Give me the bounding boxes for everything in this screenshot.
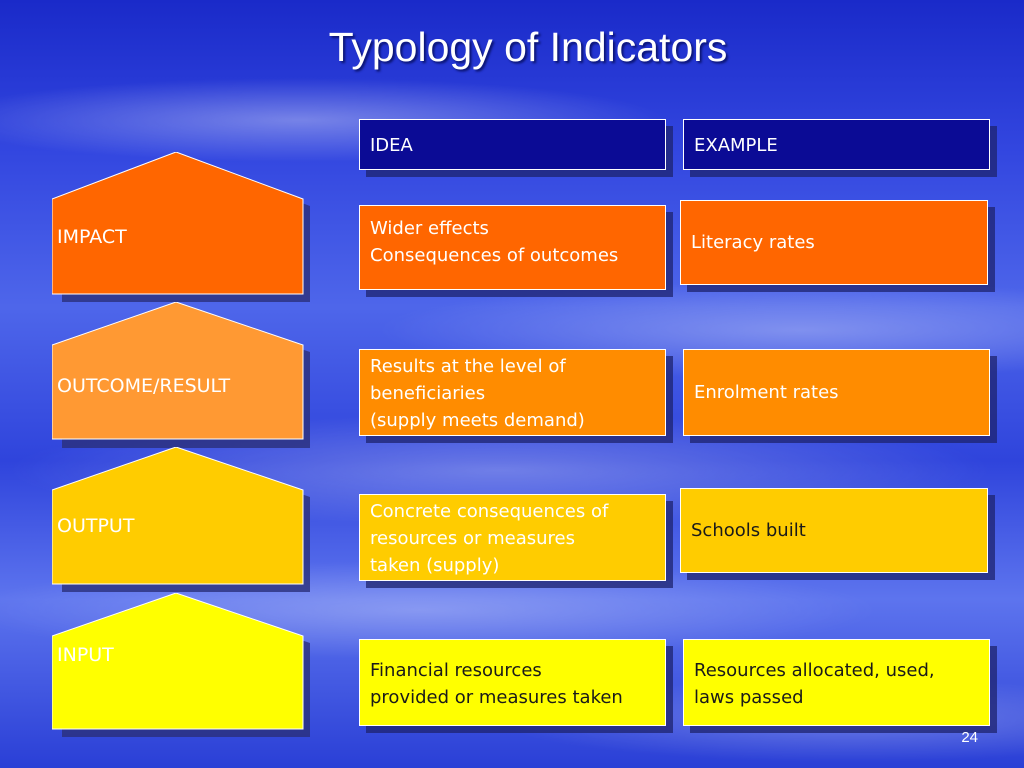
impact-idea-box: Wider effects Consequences of outcomes bbox=[359, 205, 666, 290]
output-example-box: Schools built bbox=[680, 488, 988, 573]
input-idea-box: Financial resources provided or measures… bbox=[359, 639, 666, 726]
input-example-box: Resources allocated, used, laws passed bbox=[683, 639, 990, 726]
output-house-shape bbox=[52, 447, 310, 592]
slide-title: Typology of Indicators bbox=[328, 24, 728, 70]
input-example-line: Resources allocated, used, bbox=[694, 660, 935, 681]
example-header-label: EXAMPLE bbox=[694, 135, 778, 156]
impact-label: IMPACT bbox=[57, 226, 127, 248]
idea-column-header: IDEA bbox=[359, 119, 666, 170]
impact-house-shape bbox=[52, 152, 310, 302]
output-example-line: Schools built bbox=[691, 520, 806, 541]
output-idea-line: resources or measures bbox=[370, 528, 575, 549]
example-column-header: EXAMPLE bbox=[683, 119, 990, 170]
input-idea-line: provided or measures taken bbox=[370, 687, 623, 708]
input-label: INPUT bbox=[57, 644, 114, 666]
impact-idea-line: Wider effects bbox=[370, 218, 489, 239]
output-label: OUTPUT bbox=[57, 515, 135, 537]
output-idea-box: Concrete consequences of resources or me… bbox=[359, 494, 666, 581]
outcome-house-shape bbox=[52, 302, 310, 448]
outcome-idea-box: Results at the level of beneficiaries (s… bbox=[359, 349, 666, 436]
outcome-result-label: OUTCOME/RESULT bbox=[57, 375, 231, 397]
impact-idea-line: Consequences of outcomes bbox=[370, 245, 619, 266]
outcome-idea-line: Results at the level of bbox=[370, 356, 566, 377]
input-idea-line: Financial resources bbox=[370, 660, 542, 681]
idea-header-label: IDEA bbox=[370, 135, 413, 156]
outcome-idea-line: beneficiaries bbox=[370, 383, 486, 404]
outcome-example-line: Enrolment rates bbox=[694, 382, 839, 403]
output-idea-line: Concrete consequences of bbox=[370, 501, 609, 522]
outcome-example-box: Enrolment rates bbox=[683, 349, 990, 436]
output-idea-line: taken (supply) bbox=[370, 555, 500, 576]
impact-example-line: Literacy rates bbox=[691, 232, 815, 253]
input-example-line: laws passed bbox=[694, 687, 804, 708]
impact-example-box: Literacy rates bbox=[680, 200, 988, 285]
page-number: 24 bbox=[961, 729, 978, 746]
outcome-idea-line: (supply meets demand) bbox=[370, 410, 585, 431]
input-house-shape bbox=[52, 593, 310, 737]
